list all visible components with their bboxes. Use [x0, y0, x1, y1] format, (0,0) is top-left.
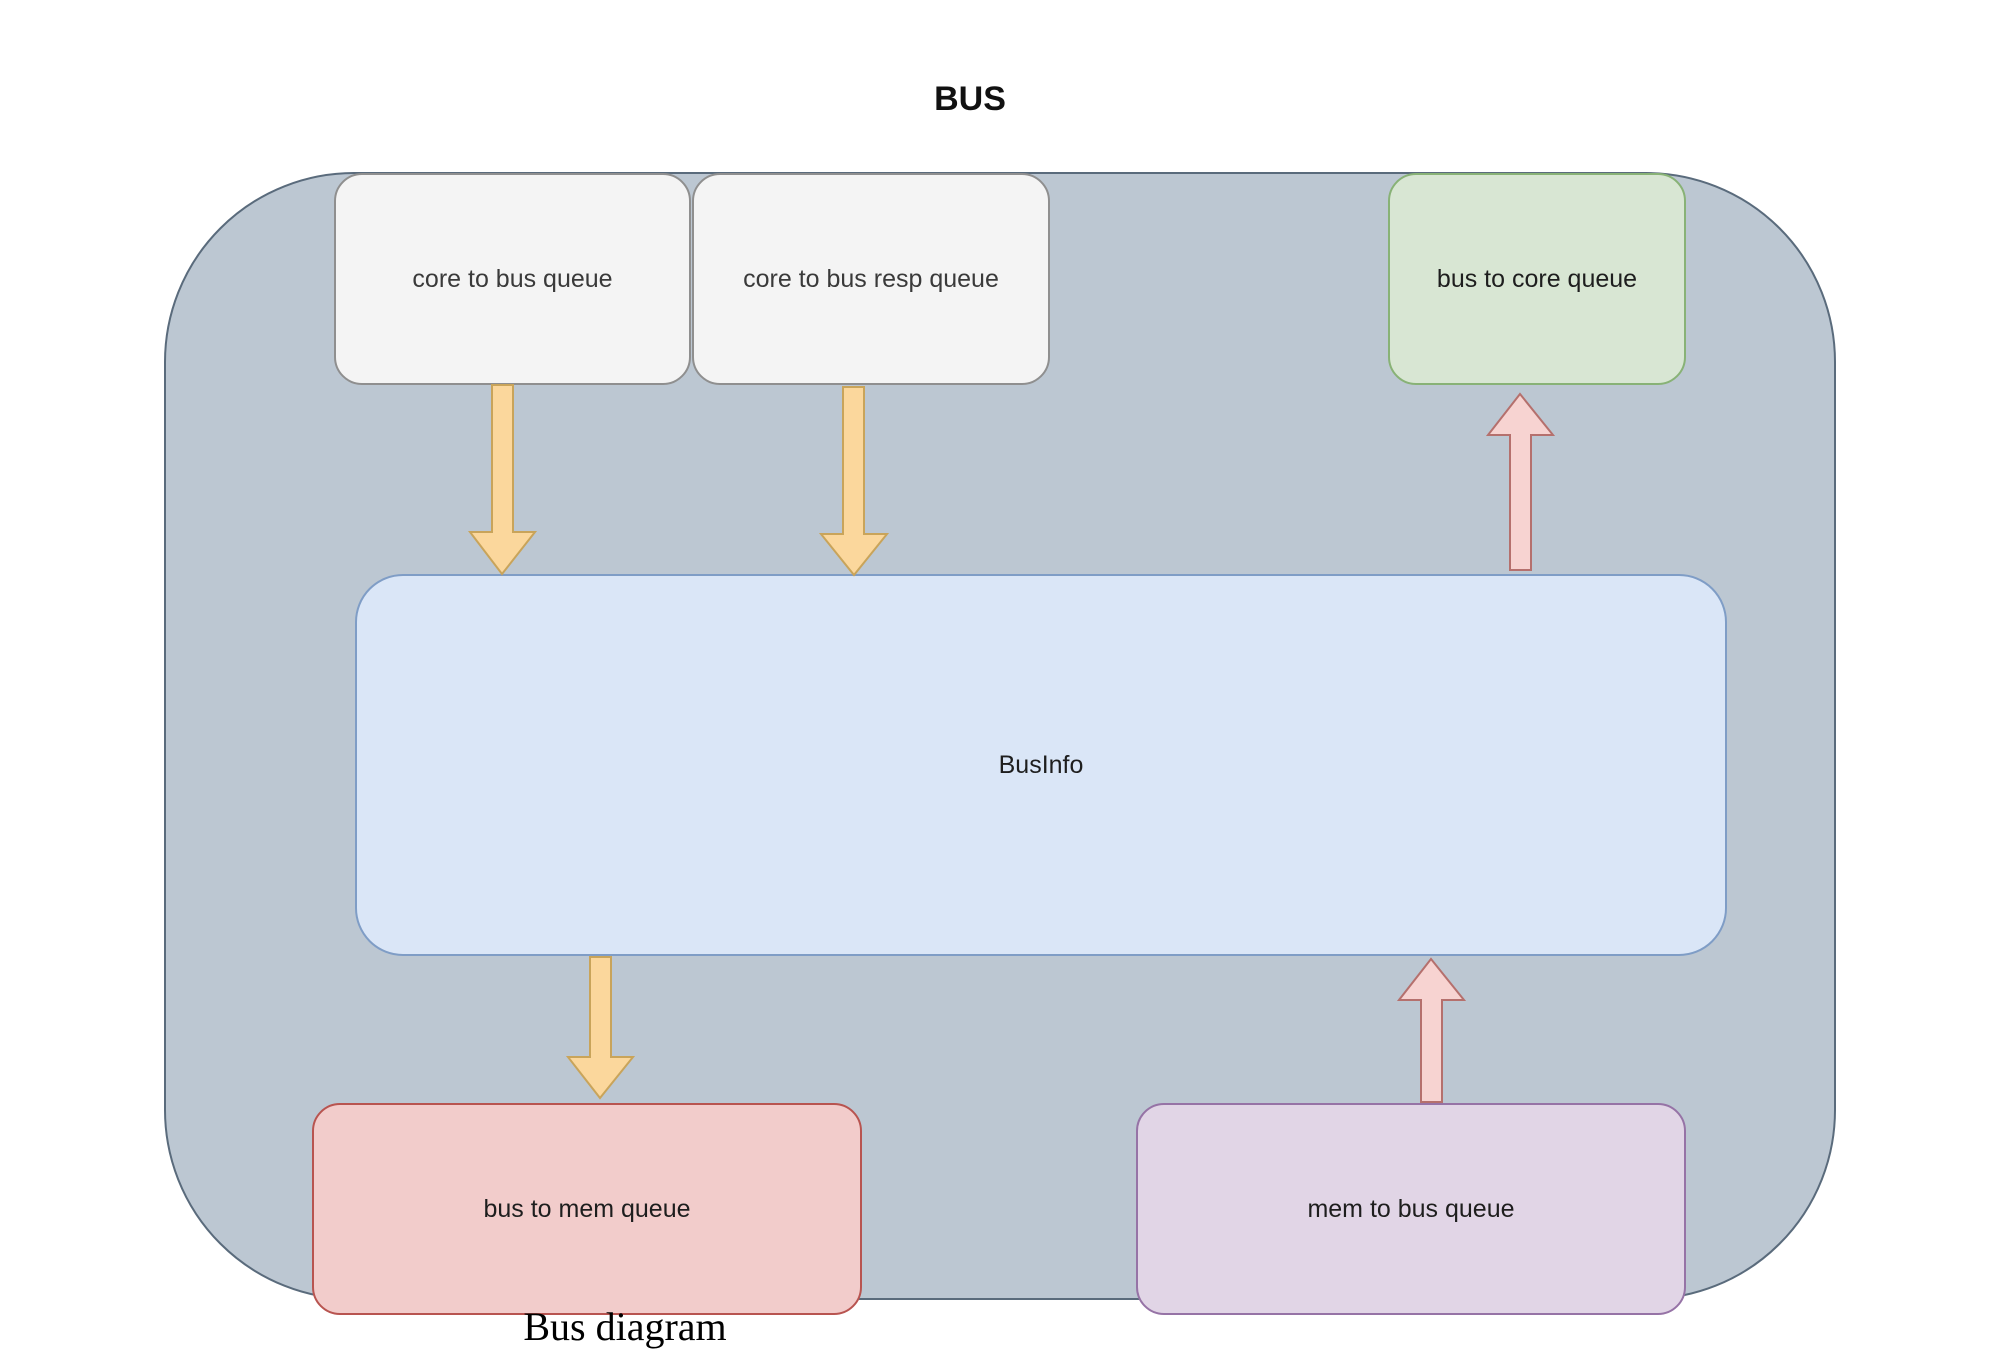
bus-to-mem-queue-box: bus to mem queue	[312, 1103, 862, 1315]
mem-to-bus-queue-label: mem to bus queue	[1307, 1194, 1515, 1223]
mem-to-bus-queue-box: mem to bus queue	[1136, 1103, 1686, 1315]
businfo-label: BusInfo	[998, 750, 1084, 779]
businfo-box: BusInfo	[355, 574, 1727, 956]
diagram-title: BUS	[934, 80, 1006, 118]
diagram-caption: Bus diagram	[523, 1304, 727, 1349]
core-to-bus-resp-queue-box: core to bus resp queue	[692, 173, 1050, 385]
bus-to-core-queue-label: bus to core queue	[1436, 264, 1638, 293]
bus-to-core-queue-box: bus to core queue	[1388, 173, 1686, 385]
core-to-bus-resp-queue-label: core to bus resp queue	[743, 264, 999, 293]
core-to-bus-queue-label: core to bus queue	[412, 264, 613, 293]
bus-to-mem-queue-label: bus to mem queue	[483, 1194, 691, 1223]
core-to-bus-queue-box: core to bus queue	[334, 173, 691, 385]
